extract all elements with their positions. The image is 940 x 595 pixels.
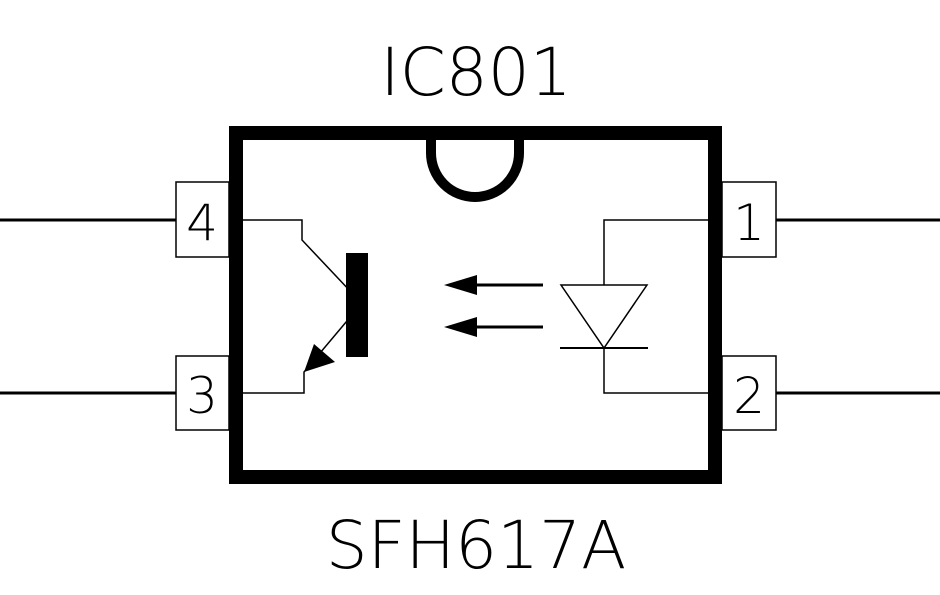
pin4-number: 4 [186, 194, 218, 252]
designator-label: IC801 [380, 34, 572, 111]
pin4-box [175, 181, 230, 258]
pin2-number: 2 [733, 367, 765, 425]
collector-wire [243, 219, 353, 294]
led-triangle-icon [559, 284, 649, 350]
pin3-box [175, 355, 230, 431]
emitter-arrow-icon [304, 344, 335, 372]
light-arrows [444, 275, 543, 337]
ic-body-outline [229, 126, 722, 484]
light-arrow-top-head-icon [444, 275, 477, 295]
pin-1: 1 [721, 181, 940, 258]
emitter-wire [243, 314, 353, 394]
pin-4: 4 [0, 181, 230, 258]
pin-2: 2 [721, 355, 940, 431]
led-cathode-wire [603, 348, 722, 394]
pin3-number: 3 [186, 367, 218, 425]
led-anode-wire [603, 219, 722, 285]
light-arrow-bottom-head-icon [444, 317, 477, 337]
led [559, 219, 722, 394]
pin1-number: 1 [733, 194, 765, 252]
pin-3: 3 [0, 355, 230, 431]
phototransistor [243, 219, 368, 394]
part-number-label: SFH617A [326, 507, 627, 584]
transistor-base-bar [346, 253, 368, 357]
pin1-notch [426, 140, 524, 202]
